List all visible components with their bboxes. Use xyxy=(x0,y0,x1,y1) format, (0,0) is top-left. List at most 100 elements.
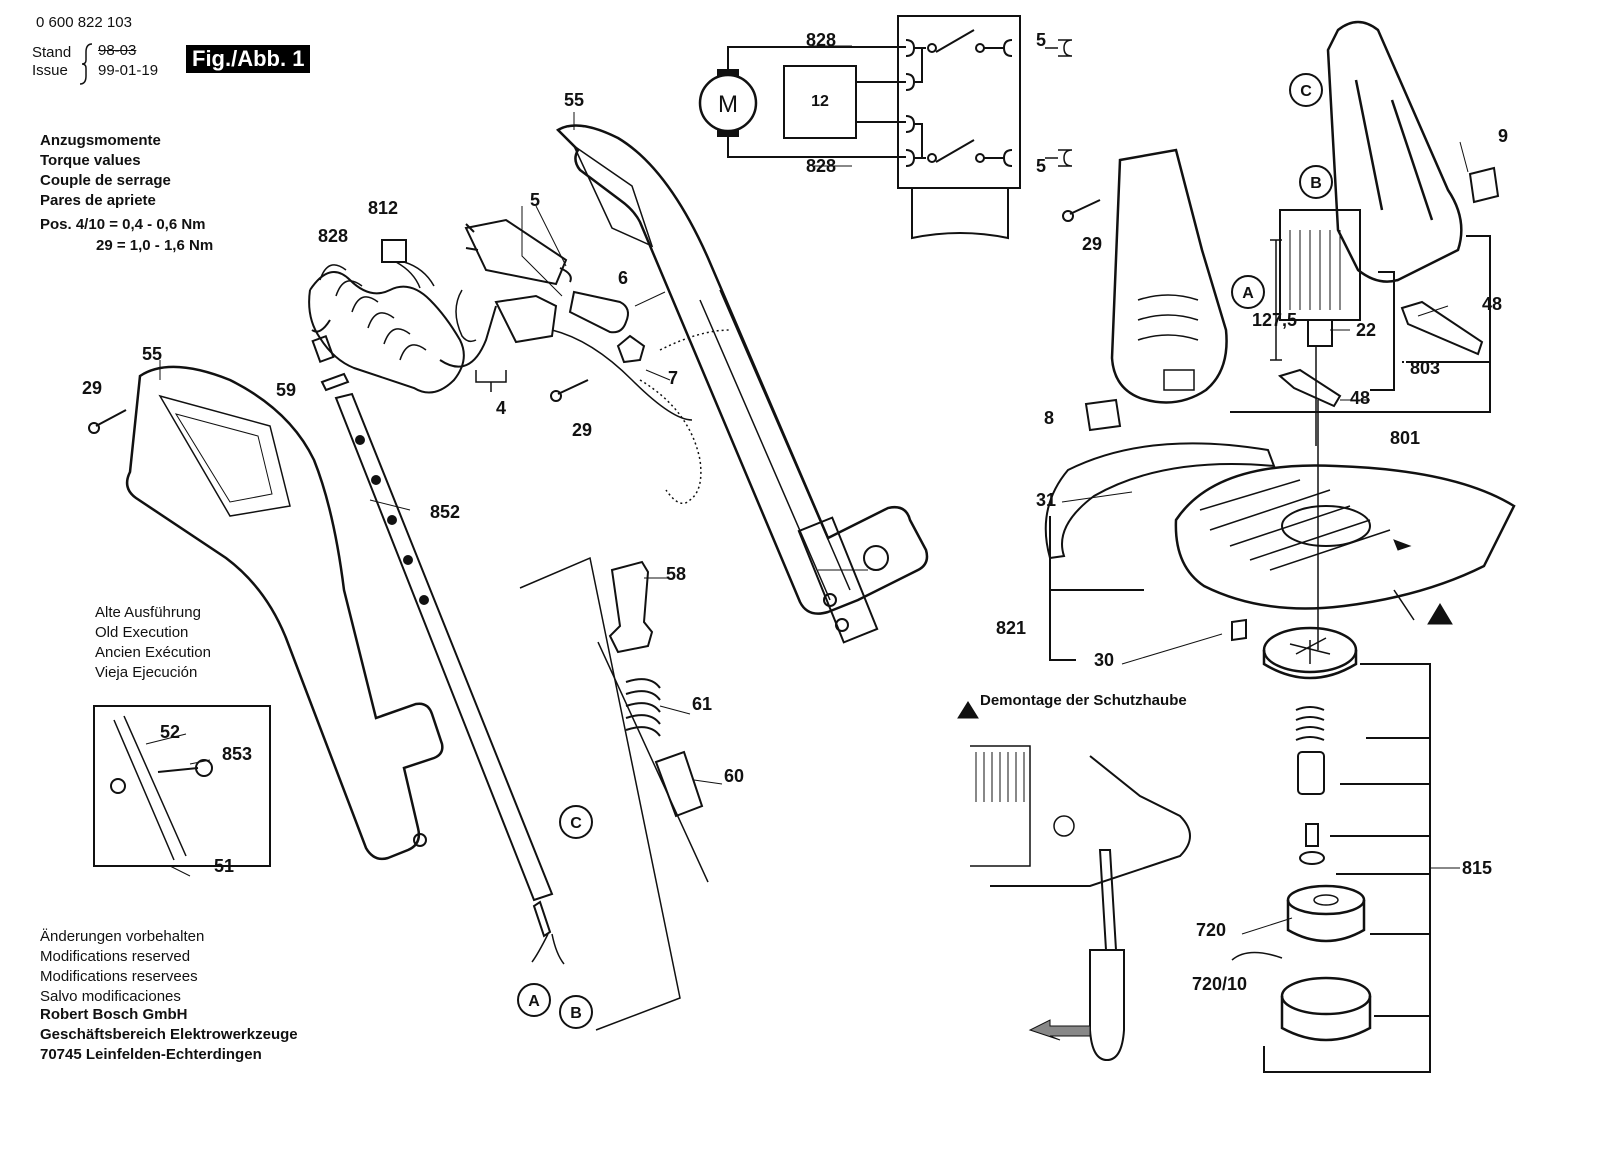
callout-29-right: 29 xyxy=(1082,234,1102,254)
callout-52: 52 xyxy=(160,722,180,742)
motor-label: M xyxy=(718,91,738,118)
footer-line-3: Modifications reservees xyxy=(40,968,198,985)
stand-issue-brace xyxy=(79,43,93,85)
callout-828-cable: 828 xyxy=(318,226,348,246)
stand-label: Stand xyxy=(32,44,72,61)
screwdriver xyxy=(1089,849,1125,1062)
bracket-803 xyxy=(1402,235,1491,363)
spring-part xyxy=(1295,706,1325,741)
switch-cable xyxy=(551,329,693,421)
component-12-box xyxy=(783,65,857,139)
bracket-801 xyxy=(1230,271,1491,413)
callout-55-upper: 55 xyxy=(564,90,584,110)
footer-line-4: Salvo modificaciones xyxy=(40,988,181,1005)
callout-circle-b-left xyxy=(559,995,593,1029)
callout-circle-c-right xyxy=(1289,73,1323,107)
clip-part-59 xyxy=(320,372,350,392)
callout-853: 853 xyxy=(222,744,252,764)
bushing-part-6 xyxy=(568,290,629,334)
switch-part-4 xyxy=(455,289,558,392)
callout-29-middle: 29 xyxy=(572,420,592,440)
callout-5-bottom: 5 xyxy=(1036,156,1046,176)
guard-rim-31 xyxy=(1044,442,1276,560)
part-30 xyxy=(1231,618,1247,642)
motor-part-b xyxy=(1279,209,1361,446)
callout-4: 4 xyxy=(496,398,506,418)
bracket-815 xyxy=(1263,663,1431,1073)
torque-spec-1: Pos. 4/10 = 0,4 - 0,6 Nm xyxy=(40,216,206,233)
screw-29-left xyxy=(95,409,127,427)
callout-circle-b-right xyxy=(1299,165,1333,199)
demontage-triangle xyxy=(957,701,979,719)
callout-828-top: 828 xyxy=(806,30,836,50)
callout-22: 22 xyxy=(1356,320,1376,340)
switch-housing xyxy=(897,15,1021,189)
callout-30: 30 xyxy=(1094,650,1114,670)
old-execution-inset xyxy=(93,705,271,867)
spring-61 xyxy=(625,678,661,737)
screw-part xyxy=(1305,823,1319,847)
guard-hood-part-821 xyxy=(1174,464,1516,610)
torque-line-3: Couple de serrage xyxy=(40,172,171,189)
callout-720-10: 720/10 xyxy=(1192,974,1247,994)
callout-828-bottom: 828 xyxy=(806,156,836,176)
callout-7: 7 xyxy=(668,368,678,388)
callout-31: 31 xyxy=(1036,490,1056,510)
demontage-label: Demontage der Schutzhaube xyxy=(980,692,1187,709)
arrow-left xyxy=(1028,1019,1091,1041)
box-12-label: 12 xyxy=(811,93,829,110)
footer-line-2: Modifications reserved xyxy=(40,948,191,965)
old-exec-line-4: Vieja Ejecución xyxy=(95,664,198,681)
callout-812: 812 xyxy=(368,198,398,218)
callout-29-left: 29 xyxy=(82,378,102,398)
demontage-detail xyxy=(970,745,1191,1062)
motor-housing-left xyxy=(1110,148,1228,404)
callout-852: 852 xyxy=(430,502,460,522)
lower-handle-part-55 xyxy=(125,365,444,861)
callout-801: 801 xyxy=(1390,428,1420,448)
dotted-cable xyxy=(639,329,731,505)
sleeve-part xyxy=(1297,751,1325,795)
upper-handle-part-55 xyxy=(555,124,929,644)
plug-part-5 xyxy=(464,218,572,286)
callout-55-lower: 55 xyxy=(142,344,162,364)
company-name: Robert Bosch GmbH xyxy=(40,1006,188,1023)
callout-5-plug: 5 xyxy=(530,190,540,210)
torque-line-2: Torque values xyxy=(40,152,141,169)
wiring-schematic xyxy=(698,15,1073,240)
callout-circle-c-left xyxy=(559,805,593,839)
old-exec-line-1: Alte Ausführung xyxy=(95,604,201,621)
callout-8: 8 xyxy=(1044,408,1054,428)
callout-circle-a-right xyxy=(1231,275,1265,309)
company-division: Geschäftsbereich Elektrowerkzeuge xyxy=(40,1026,298,1043)
callout-815: 815 xyxy=(1462,858,1492,878)
old-exec-line-2: Old Execution xyxy=(95,624,189,641)
torque-line-1: Anzugsmomente xyxy=(40,132,161,149)
stand-date-struck: 98-03 xyxy=(98,42,137,59)
callout-48-right: 48 xyxy=(1482,294,1502,314)
company-address: 70745 Leinfelden-Echterdingen xyxy=(40,1046,262,1063)
footer-line-1: Änderungen vorbehalten xyxy=(40,928,205,945)
torque-spec-2: 29 = 1,0 - 1,6 Nm xyxy=(96,237,214,254)
callout-821: 821 xyxy=(996,618,1026,638)
callout-6: 6 xyxy=(618,268,628,288)
letter-b-left: B xyxy=(570,1005,582,1022)
letter-c-right: C xyxy=(1300,83,1312,100)
callout-803: 803 xyxy=(1410,358,1440,378)
callout-48-lower: 48 xyxy=(1350,388,1370,408)
callout-127-5: 127,5 xyxy=(1252,310,1297,330)
callout-9: 9 xyxy=(1498,126,1508,146)
clip-48-lower xyxy=(1277,368,1342,408)
old-exec-line-3: Ancien Exécution xyxy=(95,644,211,661)
part-number: 0 600 822 103 xyxy=(36,14,132,31)
callout-60: 60 xyxy=(724,766,744,786)
motor-housing-right xyxy=(1326,20,1500,283)
spool-part xyxy=(1262,626,1358,680)
torque-line-4: Pares de apriete xyxy=(40,192,156,209)
callout-720: 720 xyxy=(1196,920,1226,940)
part-58 xyxy=(608,560,654,654)
issue-date: 99-01-19 xyxy=(98,62,159,79)
plate-part-8 xyxy=(1084,398,1122,432)
clip-48-right xyxy=(1400,300,1484,356)
